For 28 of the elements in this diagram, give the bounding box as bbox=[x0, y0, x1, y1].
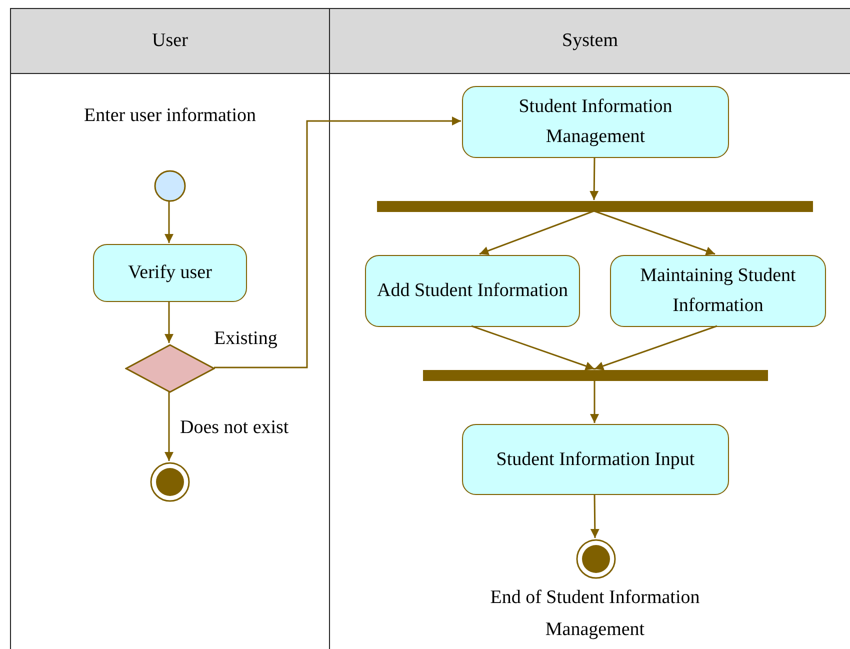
note-text: Enter user information bbox=[82, 104, 257, 128]
swimlane bbox=[10, 8, 330, 649]
arrow bbox=[471, 325, 595, 370]
sync-bar bbox=[377, 201, 813, 212]
edge-label: Existing bbox=[212, 328, 280, 350]
sync-bar bbox=[423, 370, 768, 381]
arrow bbox=[590, 494, 600, 538]
arrow bbox=[164, 301, 174, 343]
start-node bbox=[154, 170, 186, 202]
decision-diamond bbox=[125, 344, 215, 393]
arrow bbox=[594, 210, 716, 256]
arrow bbox=[590, 157, 599, 200]
activity-box: Student Information Input bbox=[462, 424, 729, 495]
end-node bbox=[576, 539, 616, 579]
arrow bbox=[214, 116, 461, 368]
lane-header: System bbox=[330, 9, 850, 74]
activity-box: Verify user bbox=[93, 244, 247, 302]
arrow bbox=[590, 380, 599, 423]
arrow bbox=[594, 325, 718, 370]
activity-box: Add Student Information bbox=[365, 255, 580, 327]
activity-box: Maintaining Student Information bbox=[610, 255, 826, 327]
arrow bbox=[164, 392, 174, 461]
arrow bbox=[479, 210, 594, 256]
end-node bbox=[150, 462, 190, 502]
node-caption: End of Student Information Management bbox=[489, 586, 701, 642]
arrow bbox=[164, 201, 174, 243]
lane-header: User bbox=[11, 9, 329, 74]
activity-box: Student Information Management bbox=[462, 86, 729, 158]
